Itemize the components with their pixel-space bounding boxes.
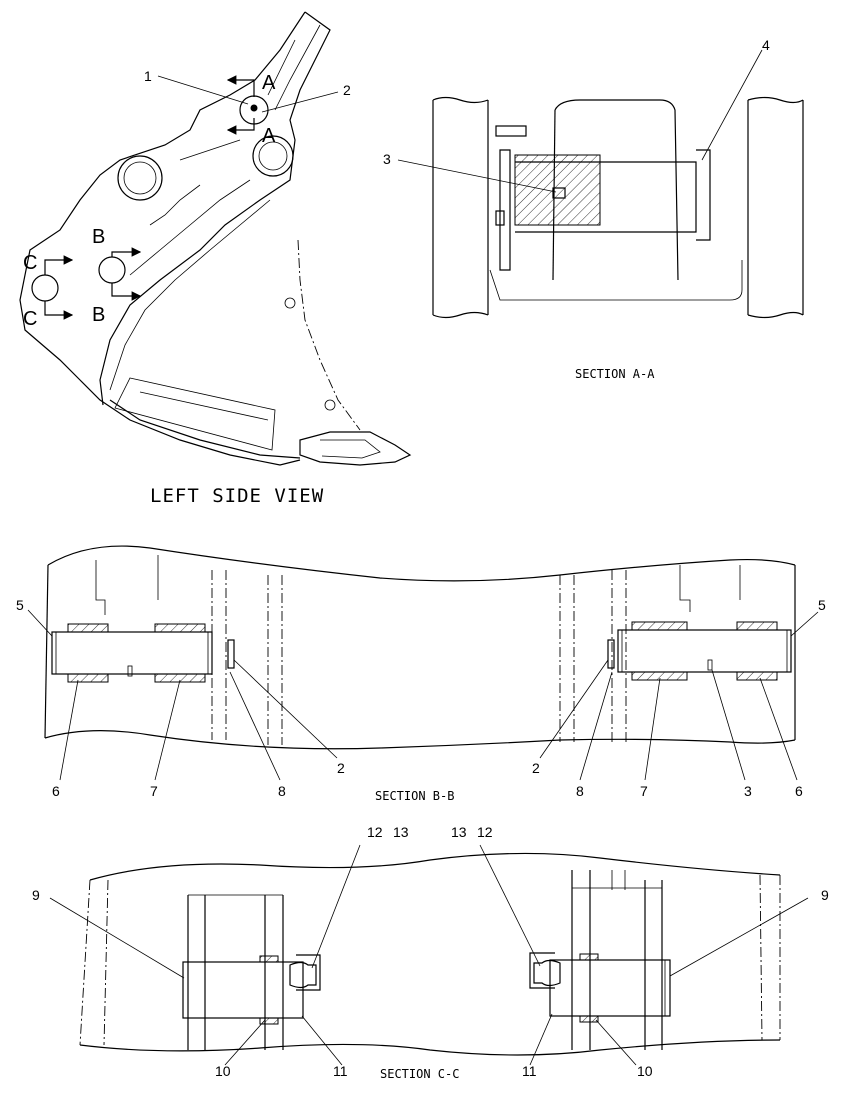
- view-letter-c-top: C: [23, 252, 37, 274]
- callout-5-right: 5: [818, 597, 826, 613]
- callout-13-right: 13: [451, 824, 467, 840]
- section-b-title: SECTION B-B: [375, 789, 454, 803]
- view-letters: A A B B C C: [23, 72, 276, 330]
- view-titles: LEFT SIDE VIEW SECTION A-A SECTION B-B S…: [150, 367, 655, 1081]
- view-letter-a-bottom: A: [262, 125, 276, 147]
- callout-6-right: 6: [795, 783, 803, 799]
- left-side-view: [19, 11, 412, 466]
- view-letter-c-bottom: C: [23, 308, 37, 330]
- callout-8-right: 8: [576, 783, 584, 799]
- callout-8-left: 8: [278, 783, 286, 799]
- callout-10-right: 10: [637, 1063, 653, 1079]
- callout-7-right: 7: [640, 783, 648, 799]
- left-side-view-title: LEFT SIDE VIEW: [150, 485, 324, 507]
- view-letter-a-top: A: [262, 72, 276, 94]
- view-letter-b-bottom: B: [92, 304, 105, 326]
- section-c-title: SECTION C-C: [380, 1067, 459, 1081]
- callout-10-left: 10: [215, 1063, 231, 1079]
- section-b-b: [27, 545, 819, 781]
- callout-2-b-left: 2: [337, 760, 345, 776]
- callout-12-right: 12: [477, 824, 493, 840]
- callout-labels: 1 2 3 4 5 6 7 8 2 2 8 7 3 6 5 9 10 11 12…: [16, 37, 829, 1079]
- callout-3-a: 3: [383, 151, 391, 167]
- callout-1: 1: [144, 68, 152, 84]
- section-a-title: SECTION A-A: [575, 367, 655, 381]
- callout-9-right: 9: [821, 887, 829, 903]
- callout-6-left: 6: [52, 783, 60, 799]
- callout-4: 4: [762, 37, 770, 53]
- callout-2-b-right: 2: [532, 760, 540, 776]
- callout-11-left: 11: [333, 1063, 348, 1079]
- callout-5-left: 5: [16, 597, 24, 613]
- callout-2-side: 2: [343, 82, 351, 98]
- callout-3-b: 3: [744, 783, 752, 799]
- view-letter-b-top: B: [92, 226, 105, 248]
- callout-11-right: 11: [522, 1063, 537, 1079]
- callout-9-left: 9: [32, 887, 40, 903]
- callout-12-left: 12: [367, 824, 383, 840]
- section-a-a: [397, 49, 804, 319]
- section-c-c: [49, 844, 809, 1066]
- callout-13-left: 13: [393, 824, 409, 840]
- callout-7-left: 7: [150, 783, 158, 799]
